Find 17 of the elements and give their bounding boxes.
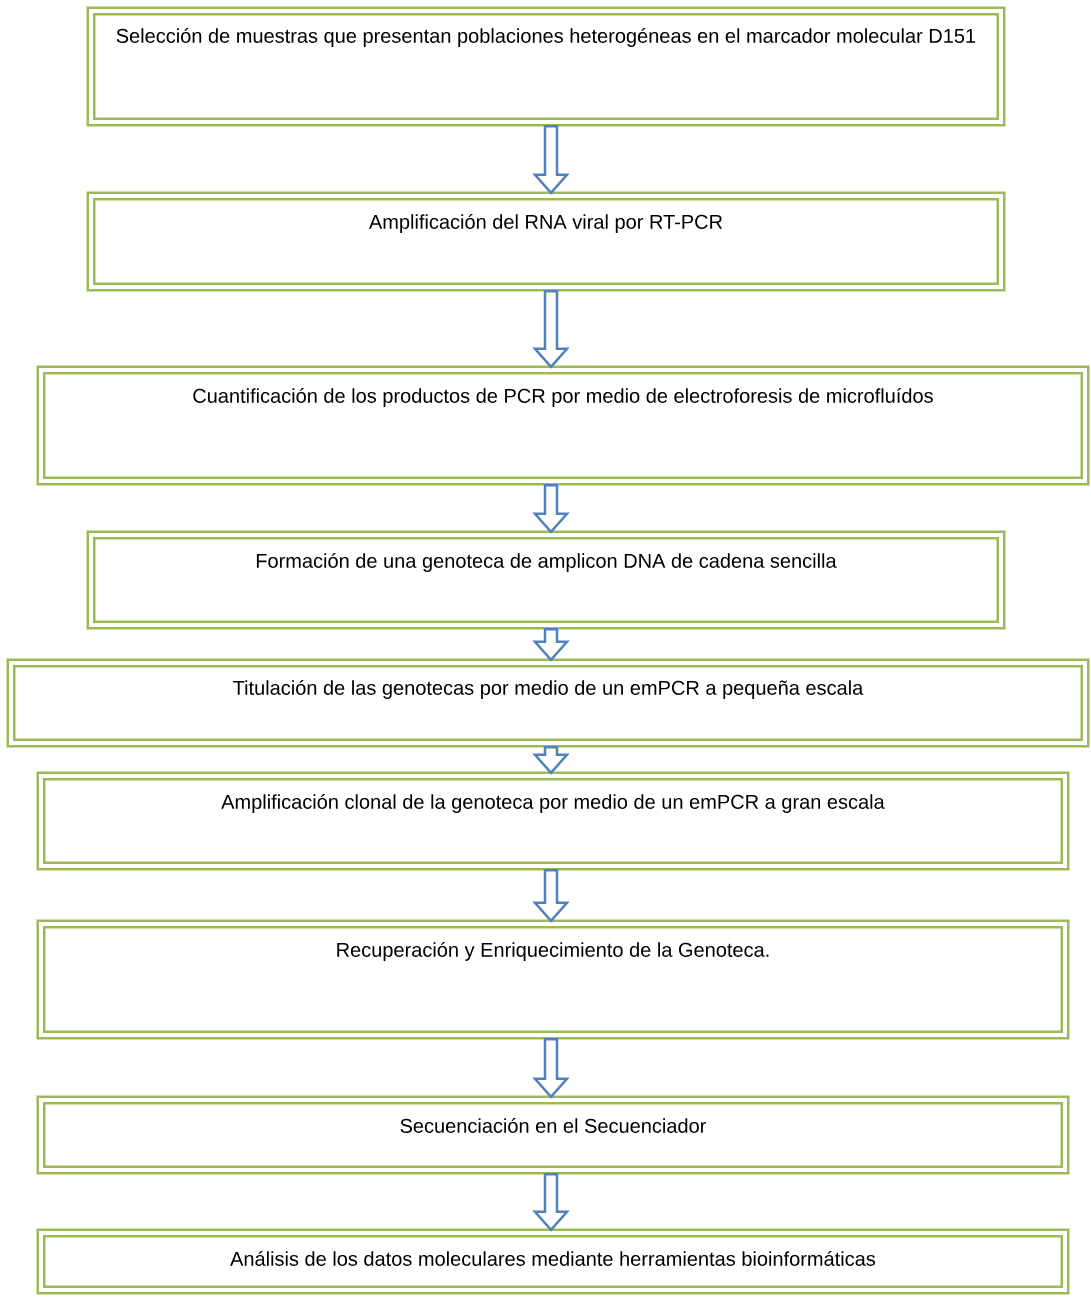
process-box: Secuenciación en el Secuenciador [36,1095,1070,1175]
process-box: Amplificación del RNA viral por RT-PCR [86,191,1006,292]
block-arrow [532,484,570,534]
process-box: Selección de muestras que presentan poblaciones heterogéneas en el marcador molecular D151 [86,6,1006,127]
block-arrow [532,746,570,775]
block-arrow [532,125,570,195]
process-box: Formación de una genoteca de amplicon DNA de cadena sencilla [86,530,1006,630]
block-arrow [532,290,570,369]
block-arrow [532,628,570,662]
process-box: Cuantificación de los productos de PCR por medio de electroforesis de microfluídos [36,365,1090,486]
block-arrow [532,869,570,923]
process-box: Amplificación clonal de la genoteca por medio de un emPCR a gran escala [36,771,1070,871]
process-box: Análisis de los datos moleculares mediante herramientas bioinformáticas [36,1228,1070,1295]
process-box: Recuperación y Enriquecimiento de la Genoteca. [36,919,1070,1040]
block-arrow [532,1038,570,1099]
process-box: Titulación de las genotecas por medio de un emPCR a pequeña escala [6,658,1090,748]
block-arrow [532,1173,570,1232]
